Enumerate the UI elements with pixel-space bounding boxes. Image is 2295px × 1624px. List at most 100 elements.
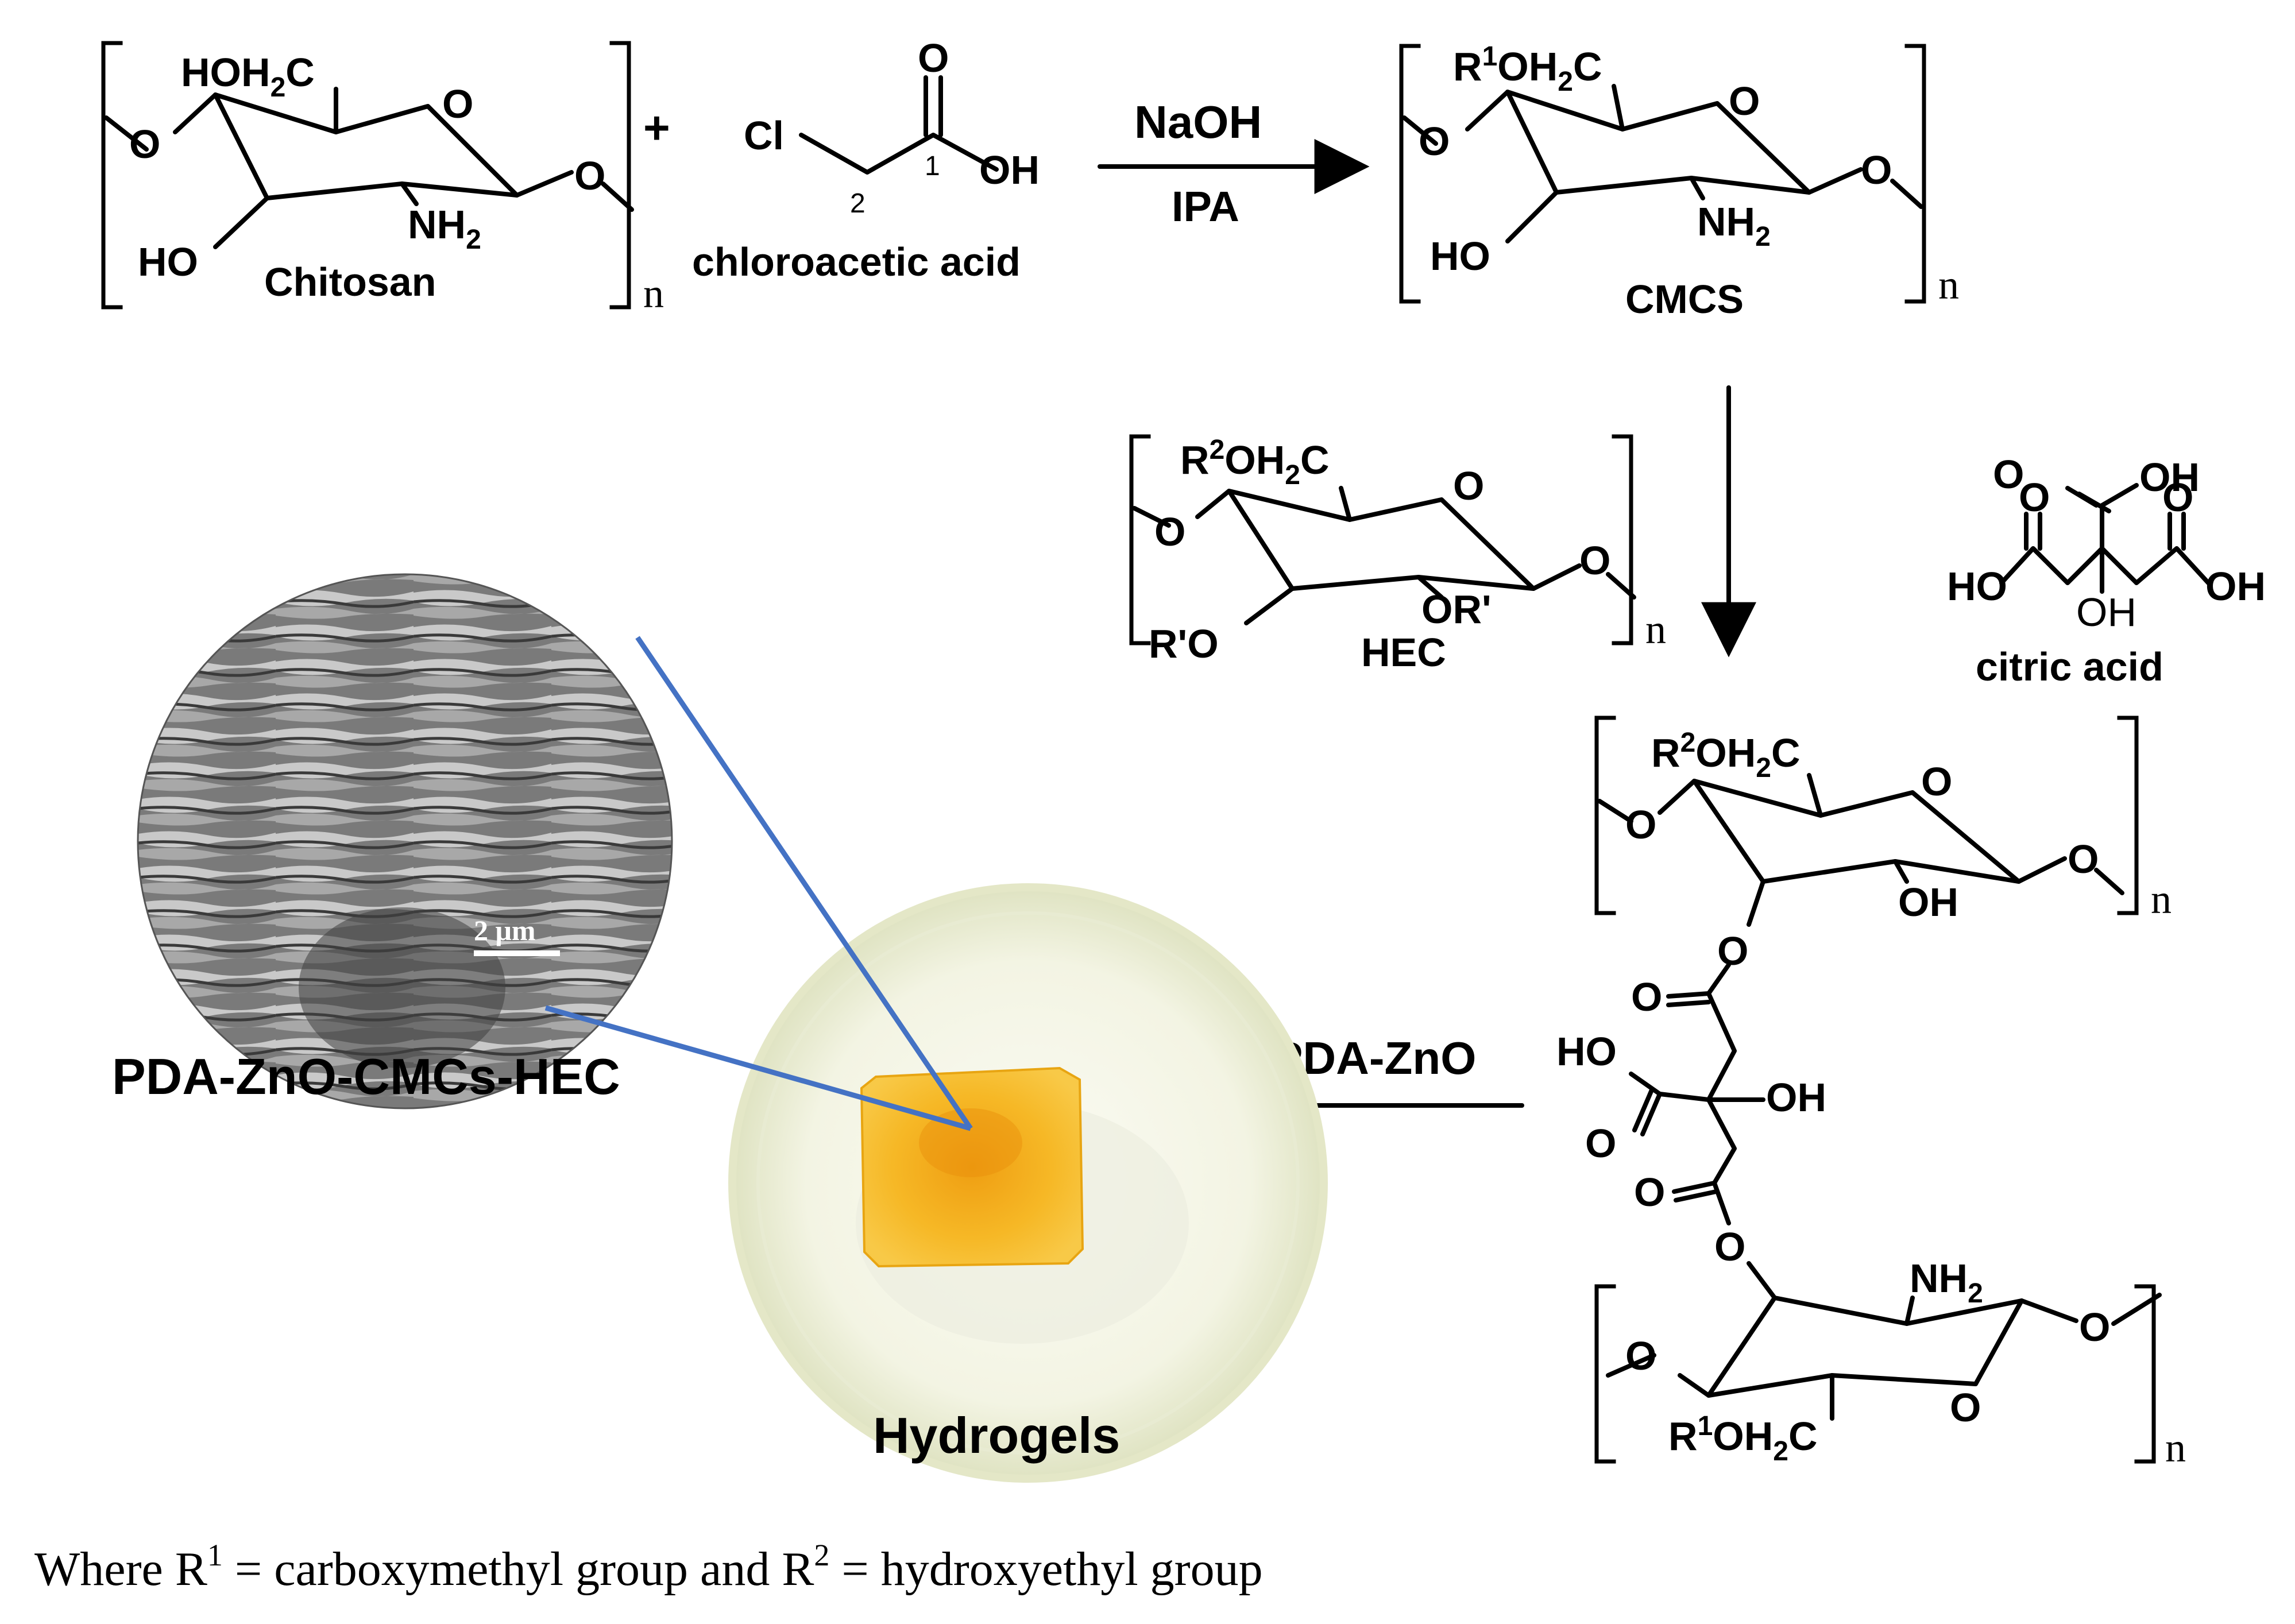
cmcs-link-o-right: O	[1861, 148, 1892, 192]
chitosan-n-subscript: n	[643, 270, 664, 316]
xl-oh-center: OH	[1766, 1075, 1826, 1120]
xl-top-link-o-left: O	[1625, 802, 1656, 847]
xl-carbonyl-o-acid: O	[1585, 1121, 1616, 1166]
hec-link-right	[1531, 563, 1636, 600]
citric-oh-center: OH	[2076, 590, 2136, 635]
xl-carbonyl-1	[1666, 991, 1711, 1007]
xl-top-link-left	[1597, 779, 1697, 823]
cmcs-bracket-right	[1904, 44, 1926, 304]
chitosan-ho-label: HO	[138, 239, 198, 284]
chloroacetic-carbonyl	[924, 75, 943, 137]
xl-bridge-upper	[1706, 879, 1765, 1185]
xl-bottom-link-o-right: O	[2079, 1305, 2110, 1350]
citric-o-left: O	[2019, 475, 2050, 520]
xl-top-link-o-right: O	[2068, 837, 2099, 881]
xl-bottom-bracket-right	[2134, 1284, 2156, 1464]
chitosan-ch2-label: HOH2C	[181, 50, 315, 103]
cmcs-ring	[1505, 90, 1811, 195]
reagent-number-1: 1	[925, 151, 940, 181]
hec-n-subscript: n	[1645, 606, 1666, 652]
chitosan-nh2-bond	[400, 181, 419, 206]
hec-or-label: OR'	[1421, 587, 1492, 632]
hec-ch2-bond	[1339, 486, 1352, 522]
chitosan-link-right	[515, 170, 634, 212]
cmcs-ring-o: O	[1729, 79, 1760, 123]
xl-carbonyl-o-2: O	[1634, 1170, 1665, 1215]
reagent-oh-label: OH	[979, 148, 1040, 192]
sem-scale-label: 2 μm	[474, 914, 536, 946]
cmcs-link-left	[1402, 90, 1510, 146]
cmcs-structure: R1OH2C O O O NH2 HO CMCS n	[1399, 41, 1959, 322]
sem-inset: 2 μm PDA-ZnO-CMCs-HEC	[112, 573, 673, 1109]
cmcs-oh-bond	[1505, 190, 1559, 243]
hec-bracket-left	[1129, 434, 1151, 645]
hec-or-bond	[1416, 575, 1444, 600]
hec-ring	[1227, 489, 1536, 591]
reagent-number-2: 2	[850, 188, 866, 219]
citric-oh-top: OH	[2139, 455, 2200, 500]
plus-sign: +	[643, 102, 670, 153]
cmcs-ch2-bond	[1612, 84, 1625, 132]
xl-top-ring	[1692, 779, 2021, 884]
sem-dark-region	[299, 907, 505, 1068]
xl-bottom-bracket-left	[1594, 1284, 1616, 1464]
cmcs-n-subscript: n	[1938, 262, 1959, 308]
citric-acid-structure: O OH O O HO OH OH citric acid	[1947, 452, 2266, 689]
hydrogel-photo: Hydrogels	[728, 883, 1328, 1483]
xl-bottom-nh2-bond	[1904, 1296, 1915, 1326]
cmcs-bracket-left	[1399, 44, 1421, 304]
xl-bottom-ring-o: O	[1950, 1385, 1981, 1430]
xl-carbonyl-2	[1672, 1181, 1718, 1202]
xl-top-oh-bond	[1893, 859, 1909, 884]
xl-acid-bond	[1629, 1072, 1711, 1136]
chitosan-bracket-left	[101, 41, 123, 310]
reagent-name-label: chloroacetic acid	[692, 239, 1021, 284]
cmcs-link-right	[1807, 167, 1923, 209]
conditions-naoh: NaOH	[1134, 96, 1262, 148]
xl-top-n-subscript: n	[2151, 876, 2172, 922]
xl-bottom-link-o-left: O	[1625, 1333, 1656, 1378]
citric-name-label: citric acid	[1976, 644, 2163, 689]
cmcs-name-label: CMCS	[1625, 277, 1744, 322]
chitosan-name-label: Chitosan	[264, 260, 436, 304]
hec-ro-bond	[1244, 586, 1295, 625]
hec-link-left	[1132, 489, 1231, 528]
cmcs-nh2-bond	[1689, 176, 1705, 200]
hec-structure: R2OH2C O O O OR' R'O HEC n	[1129, 434, 1666, 675]
cmcs-r1-ch2-label: R1OH2C	[1453, 41, 1602, 97]
chitosan-oh-bond	[213, 196, 269, 249]
hec-ro-label: R'O	[1149, 621, 1219, 666]
xl-bottom-nh2-label: NH2	[1910, 1256, 1983, 1309]
sem-label: PDA-ZnO-CMCs-HEC	[112, 1048, 620, 1105]
hec-link-o-left: O	[1154, 509, 1185, 554]
chitosan-structure: HOH2C O O O NH2 HO Chitosan n	[101, 41, 664, 316]
citric-left-carbonyl	[2024, 512, 2042, 551]
cmcs-ho-label: HO	[1430, 234, 1490, 279]
cmcs-link-o-left: O	[1419, 119, 1450, 164]
zoom-line-upper	[635, 636, 973, 1130]
xl-top-r2-ch2-label: R2OH2C	[1651, 728, 1801, 783]
xl-bottom-r1-ch2-label: R1OH2C	[1668, 1411, 1818, 1467]
chitosan-nh2-label: NH2	[408, 202, 481, 255]
conditions-ipa: IPA	[1172, 183, 1239, 230]
xl-top-oh-label: OH	[1898, 880, 1958, 925]
xl-bottom-link-right	[2019, 1293, 2162, 1326]
reagent-cl-label: Cl	[744, 113, 784, 158]
chitosan-ring-o: O	[442, 82, 473, 126]
citric-top-cooh	[2065, 483, 2139, 551]
hydrogel-highlight	[919, 1108, 1022, 1177]
xl-bottom-link-left	[1606, 1353, 1711, 1398]
petri-dish-inner	[756, 911, 1300, 1455]
zoom-line-lower	[544, 1005, 972, 1131]
reagent-o-label: O	[918, 36, 949, 80]
chitosan-bracket-right	[609, 41, 631, 310]
reaction-arrow-1: NaOH IPA	[1098, 96, 1370, 230]
chloroacetic-acid-structure: Cl O OH 1 2 chloroacetic acid	[692, 36, 1040, 284]
xl-carbonyl-o-1: O	[1631, 975, 1662, 1019]
xl-top-link-right	[2016, 856, 2124, 895]
xl-bottom-n-subscript: n	[2165, 1425, 2186, 1471]
xl-ester-o-2: O	[1714, 1224, 1745, 1269]
chloroacetic-skeleton	[799, 133, 999, 175]
hec-r2-ch2-label: R2OH2C	[1180, 435, 1330, 490]
